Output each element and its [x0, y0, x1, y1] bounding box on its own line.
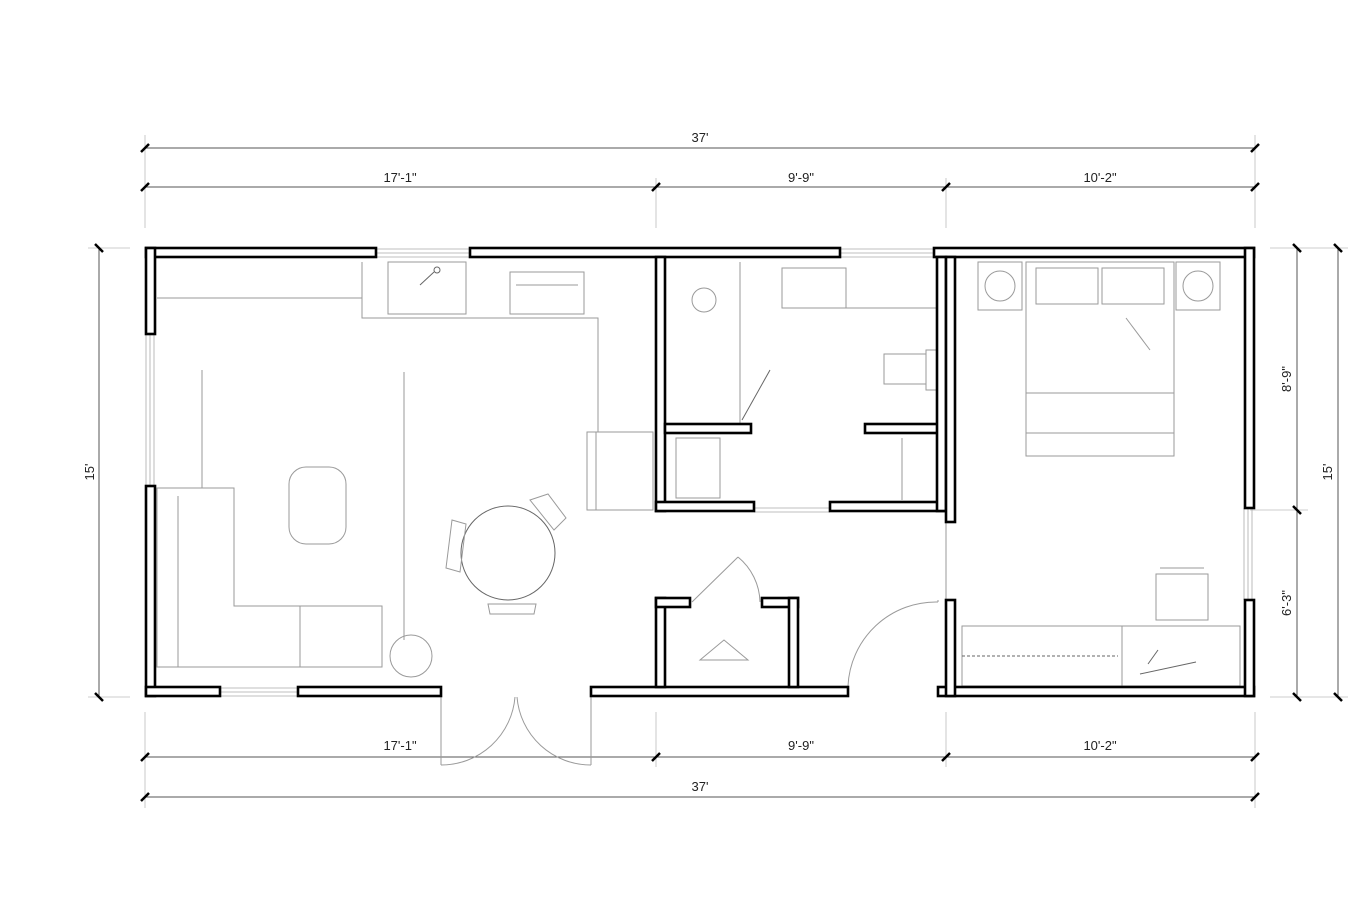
top-dimensions: 37' 17'-1" 9'-9" 10'-2": [140, 130, 1260, 228]
bottom-dimension-bedroom: 10'-2": [1083, 738, 1117, 753]
lamp: [984, 270, 1016, 302]
top-dimension-living: 17'-1": [383, 170, 417, 185]
right-overall-dimension: 15': [1320, 464, 1335, 481]
top-dimension-bedroom: 10'-2": [1083, 170, 1117, 185]
bottom-dimension-living: 17'-1": [383, 738, 417, 753]
dining-chair: [445, 519, 467, 573]
bottom-dimensions: 17'-1" 9'-9" 10'-2" 37': [140, 712, 1260, 808]
bedroom-door[interactable]: [847, 522, 947, 687]
right-dimension-closet: 6'-3": [1279, 590, 1294, 616]
top-dimension-bath: 9'-9": [788, 170, 814, 185]
window: [145, 334, 155, 486]
sofa: [156, 487, 383, 668]
hall-closet-door[interactable]: [691, 556, 761, 603]
right-dimensions: 8'-9" 6'-3" 15': [1250, 243, 1348, 702]
window: [840, 248, 934, 258]
lamp: [1182, 270, 1214, 302]
window: [220, 687, 298, 697]
left-overall-dimension: 15': [82, 464, 97, 481]
range: [509, 271, 585, 315]
pillow: [1035, 267, 1099, 305]
dining-table: [460, 505, 556, 601]
coffee-table: [288, 466, 347, 545]
refrigerator: [586, 431, 654, 511]
walls: [144, 246, 1256, 698]
kitchen-sink: [387, 261, 467, 315]
toilet-bowl: [883, 353, 927, 385]
bed-blanket: [1025, 392, 1175, 434]
dining-chair: [487, 603, 537, 615]
right-dimension-bedroom: 8'-9": [1279, 366, 1294, 392]
pillow: [1101, 267, 1165, 305]
bathroom-sink: [781, 267, 847, 309]
furniture: [156, 261, 1241, 687]
entry-door[interactable]: [440, 696, 592, 766]
nightstand: [1175, 261, 1221, 311]
shower-drain: [691, 287, 717, 313]
side-table: [389, 634, 433, 678]
windows: [145, 248, 1253, 697]
washer: [675, 437, 721, 499]
desk: [1121, 625, 1241, 687]
doors: [440, 522, 947, 766]
window: [1243, 508, 1253, 600]
bottom-overall-dimension: 37': [692, 779, 709, 794]
bed: [1025, 261, 1175, 457]
desk-chair: [1155, 573, 1209, 621]
bottom-dimension-bath: 9'-9": [788, 738, 814, 753]
nightstand: [977, 261, 1023, 311]
dining-chair: [529, 493, 567, 531]
window: [754, 507, 830, 513]
left-dimensions: 15': [82, 243, 130, 702]
window: [376, 248, 470, 258]
top-overall-dimension: 37': [692, 130, 709, 145]
